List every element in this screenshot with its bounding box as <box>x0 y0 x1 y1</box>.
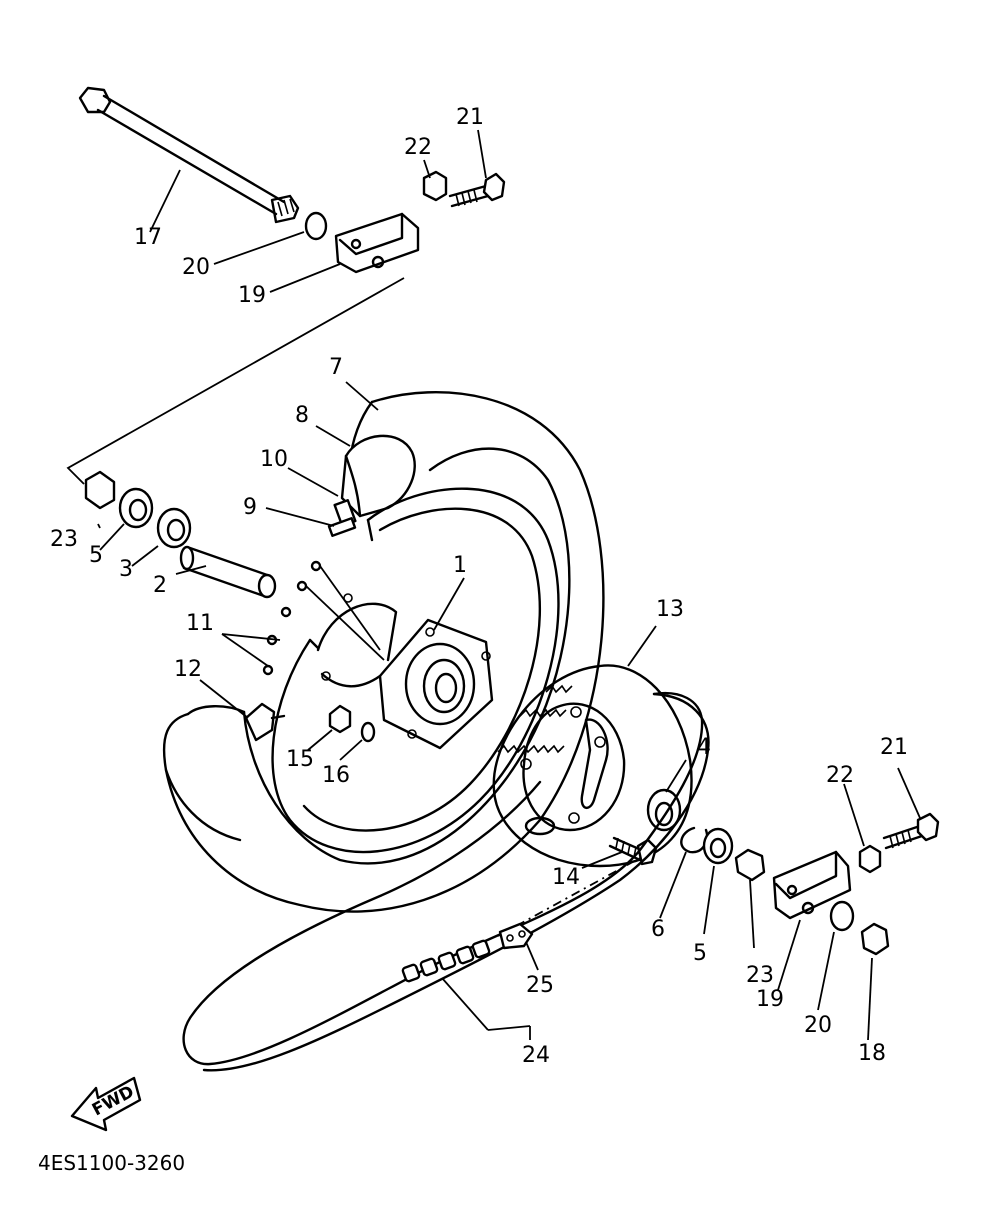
callout-19-right: 19 <box>756 987 784 1012</box>
washer-right <box>829 900 855 932</box>
callout-21-top: 21 <box>456 105 484 130</box>
rim-band <box>340 434 416 518</box>
callout-labels: 1 2 3 4 5 5 6 7 8 9 10 11 12 13 14 15 16… <box>50 105 908 1068</box>
callout-1: 1 <box>453 553 467 578</box>
chain-links <box>401 939 491 983</box>
sprocket-bolt <box>608 836 658 866</box>
callout-20-right: 20 <box>804 1013 832 1038</box>
spoke-nipples <box>262 560 385 676</box>
adjuster-bolt-right <box>882 812 940 850</box>
callout-7: 7 <box>329 355 343 380</box>
chain-adjuster-top <box>334 212 420 274</box>
axle-shaft <box>78 86 300 224</box>
leader-lines <box>97 129 921 1041</box>
callout-11: 11 <box>186 611 214 636</box>
callout-6: 6 <box>651 917 665 942</box>
callout-3: 3 <box>119 557 133 582</box>
drawing-code: 4ES1100-3260 <box>38 1151 185 1175</box>
rim <box>271 487 560 854</box>
callout-12: 12 <box>174 657 202 682</box>
callout-5-left: 5 <box>89 543 103 568</box>
drive-chain <box>182 691 710 1072</box>
callout-2: 2 <box>153 573 167 598</box>
bearing-5-right <box>702 827 734 865</box>
bearing-5-left <box>118 487 154 529</box>
balance-weight <box>244 702 286 742</box>
callout-8: 8 <box>295 403 309 428</box>
callout-24: 24 <box>522 1043 550 1068</box>
washer-top <box>304 211 328 241</box>
callout-17: 17 <box>134 225 162 250</box>
callout-25: 25 <box>526 973 554 998</box>
callout-21-right: 21 <box>880 735 908 760</box>
forward-direction-arrow: FWD <box>70 1076 142 1132</box>
callout-18: 18 <box>858 1041 886 1066</box>
callout-15: 15 <box>286 747 314 772</box>
install-line-left <box>66 277 405 485</box>
callout-10: 10 <box>260 447 288 472</box>
callout-9: 9 <box>243 495 257 520</box>
callout-4: 4 <box>697 735 711 760</box>
collar-left <box>84 470 116 510</box>
callout-22-right: 22 <box>826 763 854 788</box>
nut-right <box>858 844 882 874</box>
adjuster-bolt-top <box>448 172 506 208</box>
sprocket <box>492 664 693 868</box>
axle-spacer <box>179 545 277 599</box>
nut-15 <box>328 704 352 734</box>
master-link <box>498 922 534 950</box>
callout-22-top: 22 <box>404 135 432 160</box>
callout-16: 16 <box>322 763 350 788</box>
valve-cap <box>327 516 357 538</box>
chain-adjuster-right <box>772 850 852 920</box>
callout-23-right: 23 <box>746 963 774 988</box>
washer-16 <box>360 721 376 743</box>
wheel-hub <box>316 593 494 750</box>
collar-4 <box>646 788 682 832</box>
callout-14: 14 <box>552 865 580 890</box>
callout-5-right: 5 <box>693 941 707 966</box>
callout-23-left: 23 <box>50 527 78 552</box>
callout-13: 13 <box>656 597 684 622</box>
collar-right <box>734 848 766 882</box>
axle-nut <box>860 922 890 956</box>
callout-20-top: 20 <box>182 255 210 280</box>
bearing-3 <box>156 507 192 549</box>
callout-19-top: 19 <box>238 283 266 308</box>
nut-top <box>422 170 448 202</box>
